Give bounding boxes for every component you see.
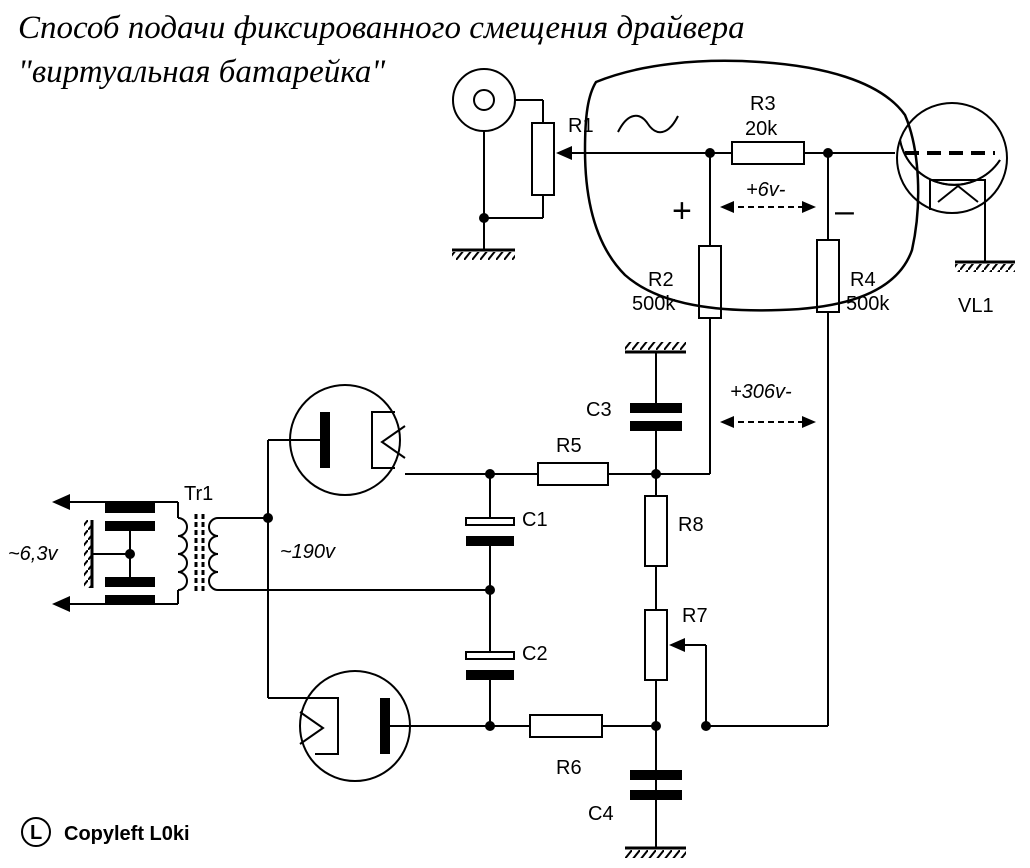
capacitor-c2 bbox=[465, 651, 515, 726]
capacitor-c1 bbox=[465, 474, 515, 652]
label-vl1: VL1 bbox=[958, 295, 994, 317]
label-r5: R5 bbox=[556, 435, 582, 457]
label-c4: C4 bbox=[588, 803, 614, 825]
voltage-arrow-306v bbox=[720, 416, 816, 428]
resistor-r5 bbox=[490, 462, 710, 486]
voltage-6-3v: ~6,3v bbox=[8, 543, 58, 565]
svg-text:L: L bbox=[30, 822, 42, 844]
vacuum-tube-vl1 bbox=[896, 102, 1008, 262]
voltage-arrow-6v bbox=[720, 201, 816, 213]
voltage-6v: +6v- bbox=[746, 179, 786, 201]
voltage-190v: ~190v bbox=[280, 541, 336, 563]
title-line1: Способ подачи фиксированного смещения др… bbox=[18, 10, 745, 46]
label-tr1: Tr1 bbox=[184, 483, 213, 505]
label-r7: R7 bbox=[682, 605, 708, 627]
capacitor-c3 bbox=[630, 352, 682, 474]
ground-symbol-vl1 bbox=[955, 260, 1015, 272]
copyright-text: Copyleft L0ki bbox=[64, 823, 190, 845]
capacitor-c4 bbox=[630, 770, 682, 848]
label-c2: C2 bbox=[522, 643, 548, 665]
title-line2: "виртуальная батарейка" bbox=[18, 54, 385, 90]
filament-circuit bbox=[52, 494, 179, 612]
transformer-tr1 bbox=[177, 514, 219, 594]
value-r4: 500k bbox=[846, 293, 890, 315]
value-r3: 20k bbox=[745, 118, 778, 140]
voltage-306v: +306v- bbox=[730, 381, 792, 403]
minus-sign: – bbox=[835, 192, 854, 230]
resistor-r3 bbox=[705, 141, 895, 165]
diode-tube-lower bbox=[268, 670, 490, 782]
label-r8: R8 bbox=[678, 514, 704, 536]
label-r3: R3 bbox=[750, 93, 776, 115]
input-jack bbox=[452, 68, 544, 250]
resistor-r6 bbox=[490, 714, 656, 738]
label-c1: C1 bbox=[522, 509, 548, 531]
value-r2: 500k bbox=[632, 293, 676, 315]
diode-tube-upper bbox=[268, 384, 490, 496]
ac-signal-icon bbox=[617, 114, 679, 134]
label-c3: C3 bbox=[586, 399, 612, 421]
resistor-r7 bbox=[644, 609, 707, 810]
resistor-r1 bbox=[531, 122, 710, 196]
ground-symbol-c3 bbox=[625, 342, 686, 354]
resistor-r8 bbox=[644, 474, 668, 610]
label-r6: R6 bbox=[556, 757, 582, 779]
plus-sign: + bbox=[672, 192, 692, 230]
copyleft-icon: L bbox=[21, 817, 51, 847]
label-r2: R2 bbox=[648, 269, 674, 291]
label-r4: R4 bbox=[850, 269, 876, 291]
resistor-r2 bbox=[698, 153, 722, 474]
label-r1: R1 bbox=[568, 115, 594, 137]
ground-symbol-input bbox=[452, 248, 515, 260]
virtual-battery-outline bbox=[583, 59, 920, 312]
ground-symbol-c4 bbox=[625, 846, 686, 858]
resistor-r4 bbox=[816, 153, 840, 726]
